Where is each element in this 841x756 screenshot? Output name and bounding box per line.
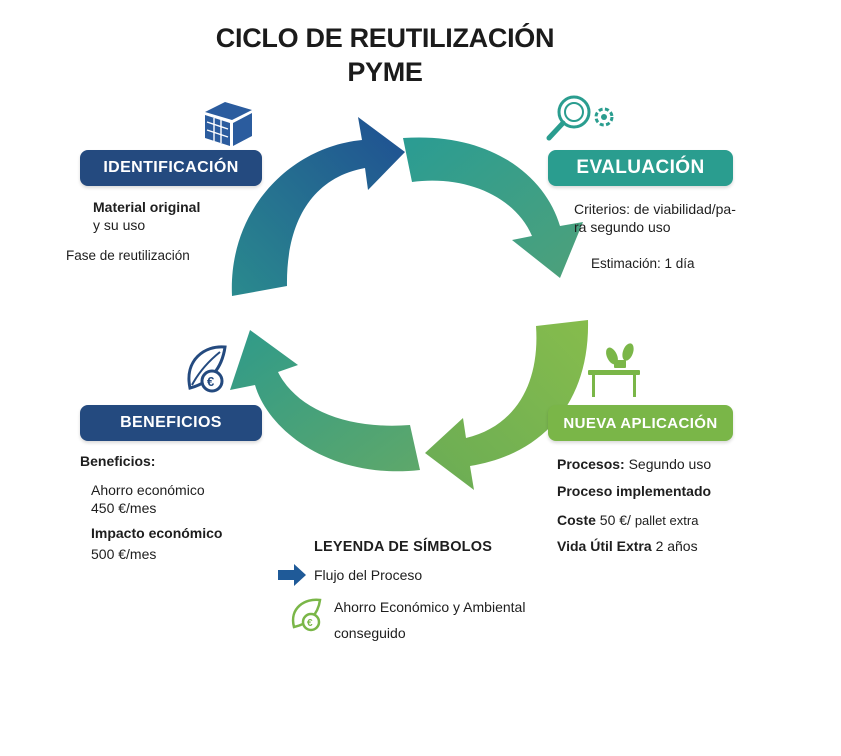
procesos-row: Procesos: Segundo uso bbox=[557, 455, 711, 473]
coste-unit: pallet extra bbox=[634, 513, 699, 528]
evaluacion-label: EVALUACIÓN bbox=[548, 150, 733, 186]
nueva-aplicacion-label: NUEVA APLICACIÓN bbox=[548, 405, 733, 441]
arrow-evaluacion bbox=[403, 137, 583, 278]
impacto-label: Impacto económico bbox=[91, 525, 223, 541]
arrow-nueva-aplicacion bbox=[425, 320, 589, 490]
procesos-label: Procesos: bbox=[557, 456, 625, 472]
legend-ahorro-line-2: conseguido bbox=[334, 625, 406, 641]
arrow-identificacion bbox=[231, 117, 405, 296]
beneficios-heading: Beneficios: bbox=[80, 453, 156, 469]
identificacion-line-1: Material original bbox=[93, 199, 201, 215]
vida-util-label: Vida Útil Extra bbox=[557, 538, 652, 554]
evaluacion-line-1: Criterios: de viabilidad/pa- bbox=[574, 201, 736, 217]
svg-text:€: € bbox=[207, 374, 214, 389]
vida-util-value: 2 años bbox=[655, 538, 698, 554]
arrow-beneficios bbox=[230, 330, 420, 472]
coste-label: Coste bbox=[557, 512, 596, 528]
title-line-1: CICLO DE REUTILIZACIÓN bbox=[215, 23, 555, 53]
ahorro-value: 450 €/mes bbox=[91, 500, 157, 516]
procesos-value: Segundo uso bbox=[628, 456, 712, 472]
title-line-2: PYME bbox=[347, 57, 423, 87]
identificacion-label: IDENTIFICACIÓN bbox=[80, 150, 262, 186]
coste-value: 50 €/ bbox=[599, 512, 631, 528]
identificacion-line-2: y su uso bbox=[93, 217, 146, 233]
impacto-value: 500 €/mes bbox=[91, 546, 157, 562]
ahorro-label: Ahorro económico bbox=[91, 482, 205, 498]
evaluacion-line-2: ra segundo uso bbox=[574, 219, 671, 235]
legend-ahorro-line-1: Ahorro Económico y Ambiental bbox=[334, 599, 526, 615]
svg-text:€: € bbox=[307, 618, 313, 629]
vida-util-row: Vida Útil Extra 2 años bbox=[557, 537, 698, 555]
legend-flujo: Flujo del Proceso bbox=[314, 567, 423, 583]
coste-row: Coste 50 €/ pallet extra bbox=[557, 511, 698, 530]
proceso-implementado: Proceso implementado bbox=[557, 483, 712, 499]
legend-title: LEYENDA DE SÍMBOLOS bbox=[314, 539, 493, 555]
beneficios-label: BENEFICIOS bbox=[80, 405, 262, 441]
evaluacion-line-3: Estimación: 1 día bbox=[591, 256, 695, 271]
identificacion-line-3: Fase de reutilización bbox=[66, 248, 190, 263]
